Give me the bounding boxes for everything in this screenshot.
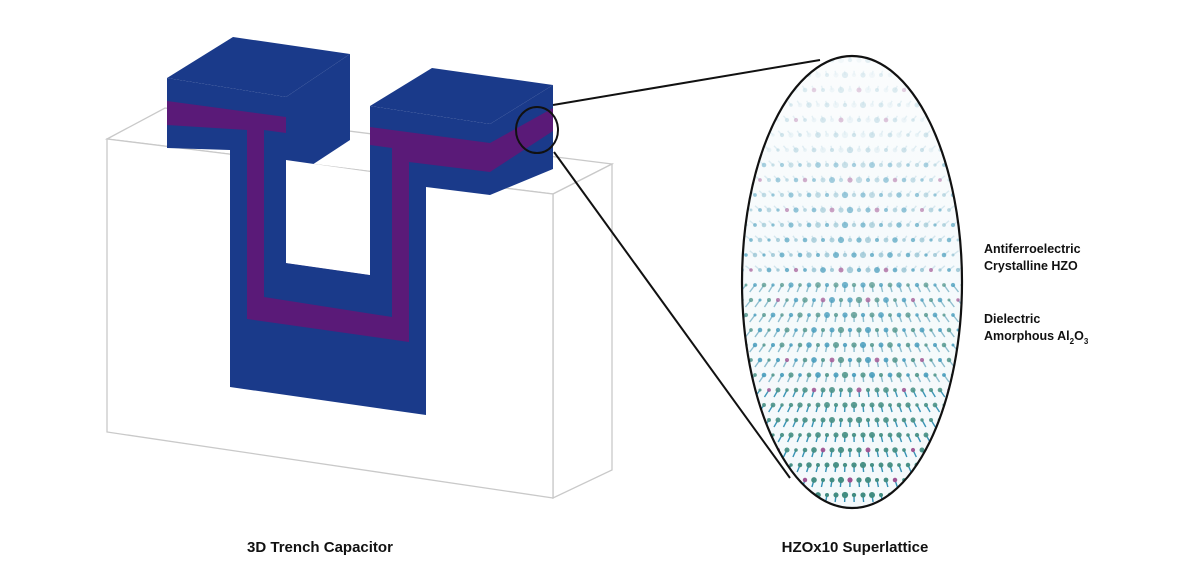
left-block-side <box>286 54 350 182</box>
lattice-bond <box>754 145 761 151</box>
zoom-line-bottom <box>553 151 791 479</box>
substrate-right-face <box>552 162 613 500</box>
right-block-top <box>370 68 553 124</box>
label-antiferroelectric-line2: Crystalline HZO <box>984 259 1078 273</box>
lattice-bond <box>805 494 810 503</box>
lattice-bond <box>957 359 962 368</box>
label-dielectric-line1: Dielectric <box>984 312 1040 326</box>
lattice-bond <box>820 56 824 61</box>
trench-opening <box>286 160 370 275</box>
lattice-bond <box>742 235 743 241</box>
lens-fade <box>742 56 962 508</box>
caption-superlattice: HZOx10 Superlattice <box>782 539 929 556</box>
lattice-atom <box>806 492 812 498</box>
lattice-bond <box>961 250 962 256</box>
zoom-indicator <box>515 59 821 479</box>
capacitor-stack <box>167 37 553 415</box>
left-block-top <box>167 37 350 97</box>
lattice-bond <box>742 299 743 308</box>
caption-trench-capacitor: 3D Trench Capacitor <box>247 539 393 556</box>
lattice-bond <box>742 329 743 338</box>
lattice-bond <box>939 419 946 428</box>
lattice-bond <box>957 205 962 211</box>
lattice-bond <box>930 115 936 121</box>
lattice-atom <box>821 58 825 62</box>
lattice-bond <box>792 479 797 488</box>
lattice-bond <box>889 494 893 503</box>
lattice-bond <box>742 344 747 353</box>
lattice-bond <box>898 70 903 76</box>
zoom-line-top <box>552 59 821 106</box>
label-antiferroelectric-line1: Antiferroelectric <box>984 242 1081 256</box>
lattice-bond <box>948 389 955 398</box>
lattice-bond <box>934 434 941 443</box>
lattice-atom <box>956 358 960 362</box>
inner-electrode <box>264 130 392 317</box>
lattice-bond <box>912 85 917 91</box>
zoom-source-circle <box>515 106 559 154</box>
lattice-bond <box>876 56 880 61</box>
lattice-atom <box>753 163 757 167</box>
lattice-bond <box>961 314 962 323</box>
dielectric-layer <box>167 101 490 342</box>
label-dielectric-line2: Amorphous Al2O3 <box>984 329 1089 346</box>
superlattice-lens <box>740 54 964 510</box>
lattice-atom <box>742 328 744 332</box>
side-dielectric-stripe <box>490 108 553 172</box>
lattice-bond <box>952 374 960 383</box>
lens-outline <box>740 54 964 510</box>
lattice-bond <box>745 175 752 181</box>
lattice-bond <box>777 100 783 106</box>
lattice-bond <box>916 464 922 473</box>
lattice-bond <box>749 160 756 166</box>
